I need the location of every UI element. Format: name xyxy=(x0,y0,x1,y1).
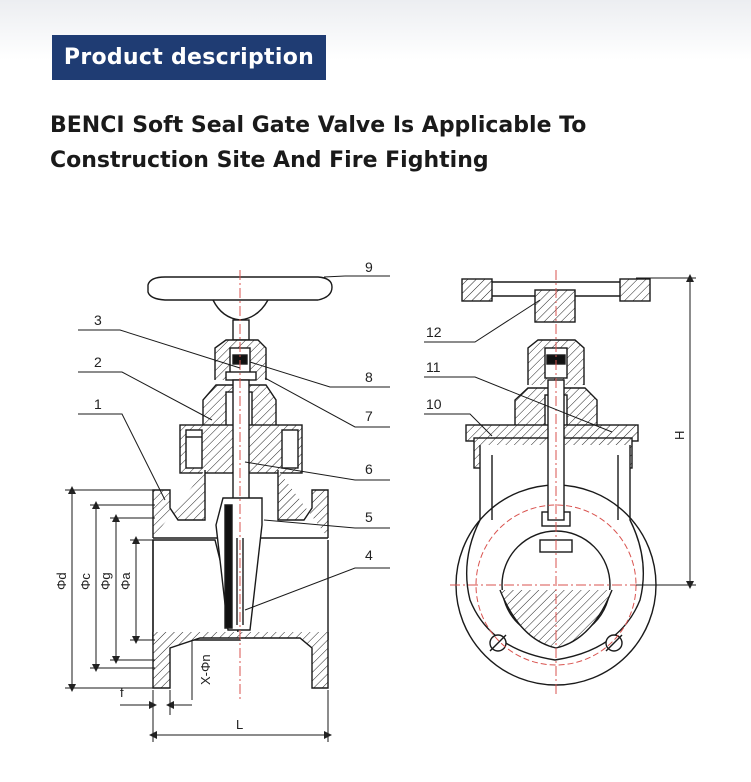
side-section-view xyxy=(147,270,333,700)
part-label-9: 9 xyxy=(365,259,373,275)
right-part-labels: 12 11 10 H xyxy=(426,324,687,440)
dim-x-phi-n: X-Φn xyxy=(198,654,213,685)
part-label-11: 11 xyxy=(426,359,441,375)
section-badge: Product description xyxy=(52,35,326,80)
part-label-3: 3 xyxy=(94,312,102,328)
right-leaders xyxy=(424,274,696,589)
product-headline: BENCI Soft Seal Gate Valve Is Applicable… xyxy=(50,113,587,173)
left-leaders xyxy=(78,275,390,611)
part-label-12: 12 xyxy=(426,324,442,340)
part-label-1: 1 xyxy=(94,396,102,412)
left-dimensions xyxy=(65,486,332,742)
part-label-5: 5 xyxy=(365,509,373,525)
dim-phi-a: Φa xyxy=(118,572,133,590)
gate-valve-drawing: 9 3 2 1 8 7 6 5 4 Φd Φc Φg Φa X-Φn f L xyxy=(54,259,696,742)
dim-l: L xyxy=(236,717,243,732)
dim-phi-c: Φc xyxy=(78,573,93,590)
part-label-7: 7 xyxy=(365,408,373,424)
dim-phi-d: Φd xyxy=(54,572,69,590)
left-part-labels: 9 3 2 1 8 7 6 5 4 xyxy=(94,259,373,563)
part-label-8: 8 xyxy=(365,369,373,385)
dim-f: f xyxy=(120,685,124,700)
front-section-view xyxy=(450,270,662,695)
part-label-6: 6 xyxy=(365,461,373,477)
dim-h: H xyxy=(672,431,687,440)
part-label-4: 4 xyxy=(365,547,373,563)
left-dimension-labels: Φd Φc Φg Φa X-Φn f L xyxy=(54,572,243,732)
part-label-2: 2 xyxy=(94,354,102,370)
dim-phi-g: Φg xyxy=(98,572,113,590)
part-label-10: 10 xyxy=(426,396,442,412)
